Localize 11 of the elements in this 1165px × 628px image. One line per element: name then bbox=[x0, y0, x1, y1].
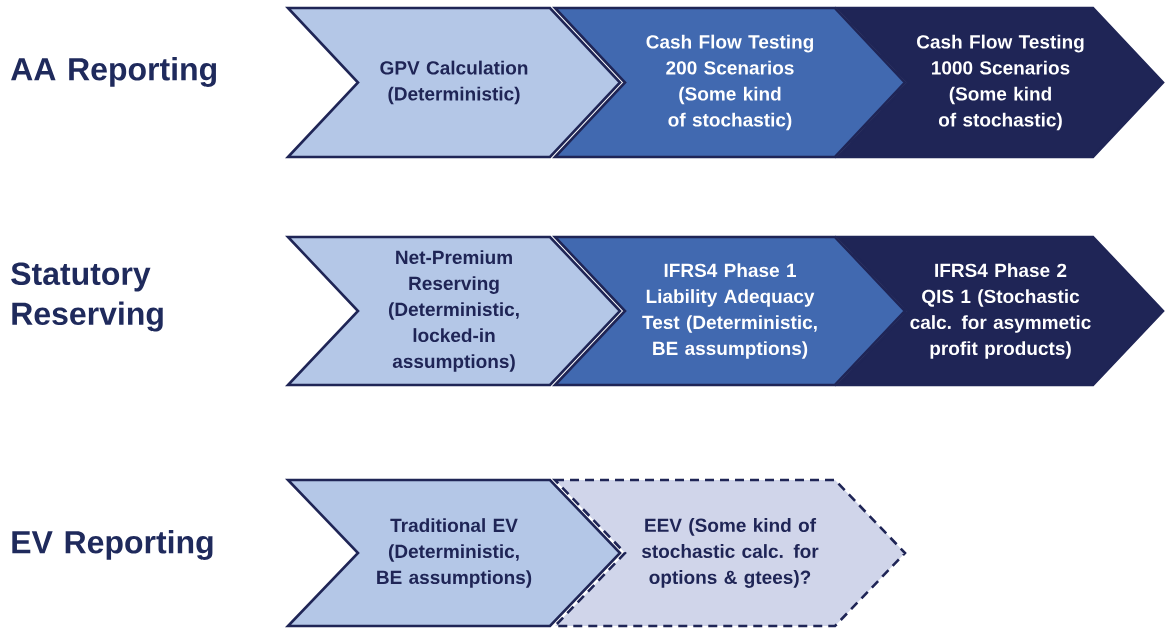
row-title: AA Reporting bbox=[11, 57, 217, 87]
row-title: EV Reporting bbox=[12, 530, 213, 560]
chevron-box: GPV Calculation (Deterministic) bbox=[285, 6, 622, 159]
chevron-box: EEV (Some kind of stochastic calc. for options & gtees)? bbox=[551, 478, 907, 628]
chevron-box: Cash Flow Testing 200 Scenarios (Some kind of stochastic) bbox=[552, 6, 907, 159]
chevron-box: Cash Flow Testing 1000 Scenarios (Some kind of stochastic) bbox=[835, 6, 1165, 159]
chevron-box: IFRS4 Phase 2 QIS 1 (Stochastic calc. for asymmetic profit products) bbox=[835, 235, 1165, 387]
chevron-box: Net-Premium Reserving (Deterministic, locked-in assumptions) bbox=[285, 235, 622, 387]
chevron-box: Traditional EV (Deterministic, BE assumptions) bbox=[284, 478, 622, 628]
row-title: Statutory Reserving bbox=[11, 262, 163, 332]
chevron-box: IFRS4 Phase 1 Liability Adequacy Test (Deterministic, BE assumptions) bbox=[552, 235, 907, 387]
